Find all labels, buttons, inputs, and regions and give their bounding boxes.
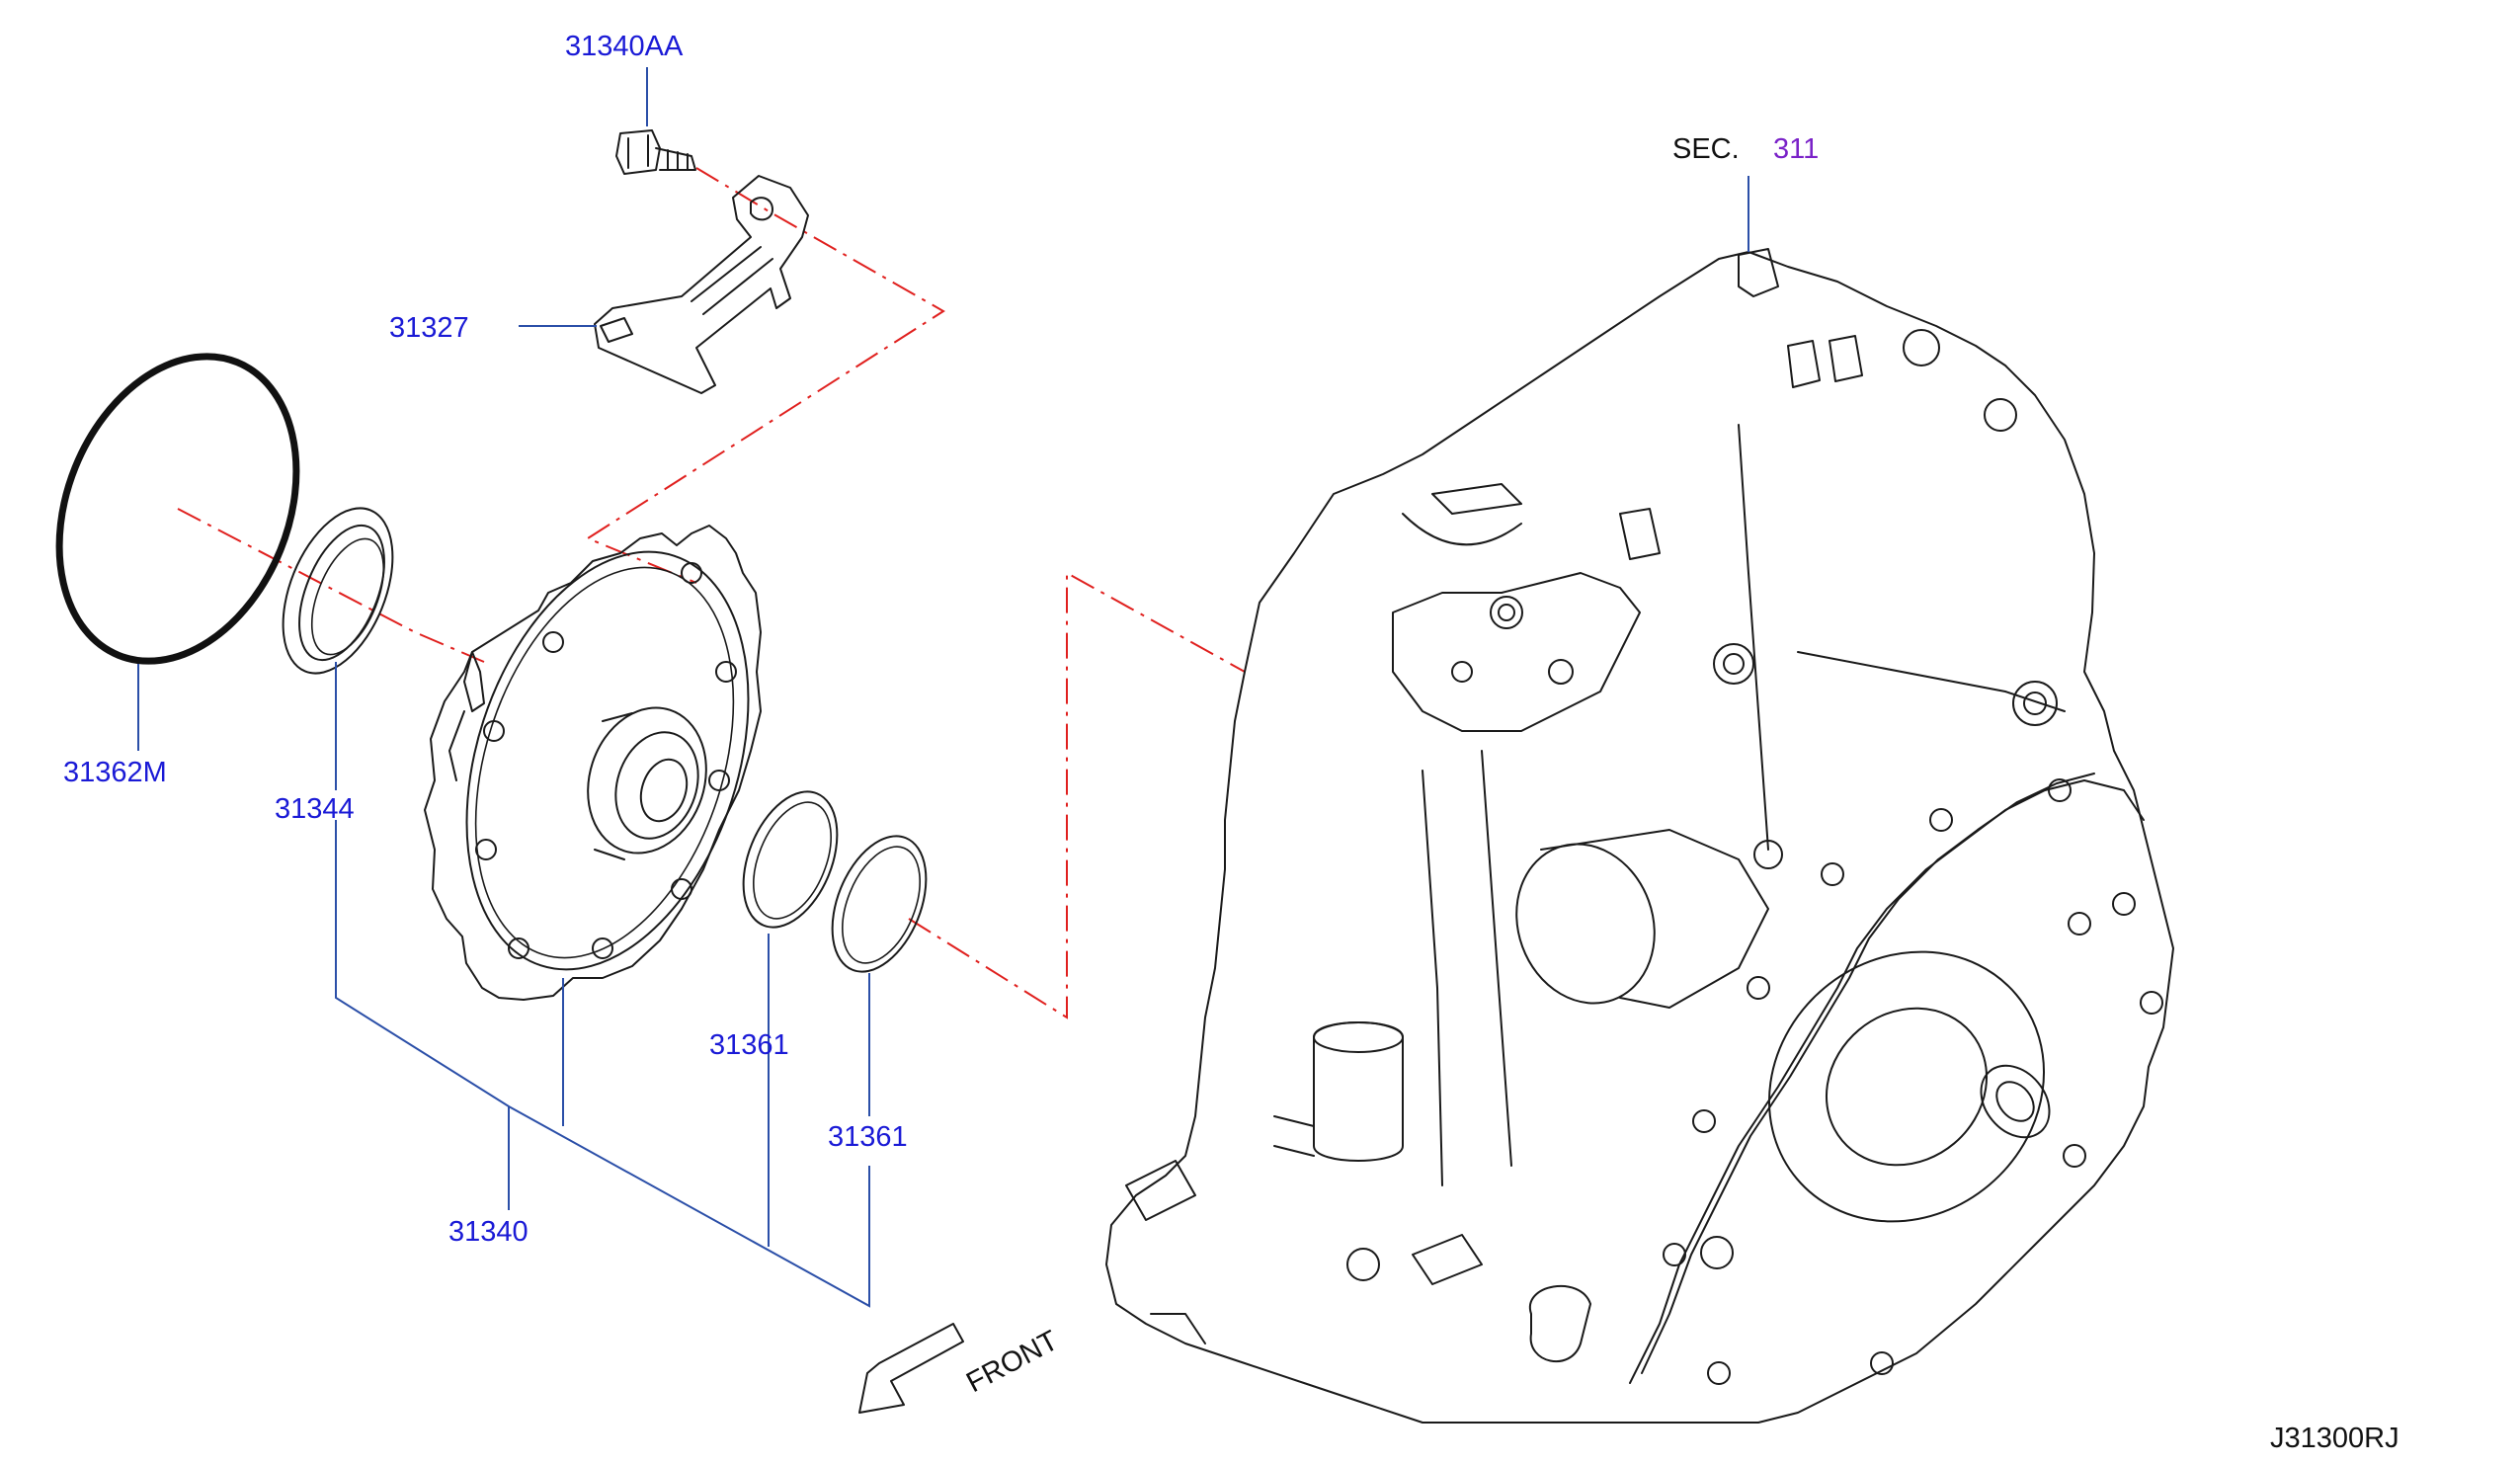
section-number: 311 xyxy=(1773,133,1819,165)
arrow-down-left-icon xyxy=(858,1323,964,1414)
alignment-centerlines xyxy=(177,167,1246,1019)
front-label: FRONT xyxy=(961,1325,1063,1399)
callout-bracket: 31327 xyxy=(389,312,469,344)
oil-pump-body xyxy=(424,525,762,1001)
callout-seal-ring-2: 31361 xyxy=(828,1121,908,1153)
leader-assembly-main xyxy=(335,820,870,1308)
seal-centerline xyxy=(177,508,485,663)
diagram-code: J31300RJ xyxy=(2270,1423,2399,1454)
oil-seal-part xyxy=(282,507,394,675)
callout-o-ring-large: 31362M xyxy=(63,757,167,788)
o-ring-large-part xyxy=(55,353,300,665)
callout-bolt: 31340AA xyxy=(565,31,684,62)
bolt-part xyxy=(615,129,696,175)
section-prefix: SEC. xyxy=(1672,133,1740,165)
seal-ring-2-part xyxy=(831,835,928,973)
leader-lines xyxy=(137,67,1749,1308)
callout-oil-seal: 31344 xyxy=(275,793,355,825)
callout-oil-pump-assembly: 31340 xyxy=(448,1216,528,1248)
seal-ring-1-part xyxy=(742,790,839,929)
callout-labels: 31340AA 31327 31362M 31344 31361 31361 3… xyxy=(63,31,2399,1454)
bracket-centerline xyxy=(585,167,945,584)
bracket-part xyxy=(594,175,809,394)
ring-centerline xyxy=(908,571,1246,1019)
callout-seal-ring-1: 31361 xyxy=(709,1029,789,1061)
transmission-case xyxy=(1105,248,2174,1424)
